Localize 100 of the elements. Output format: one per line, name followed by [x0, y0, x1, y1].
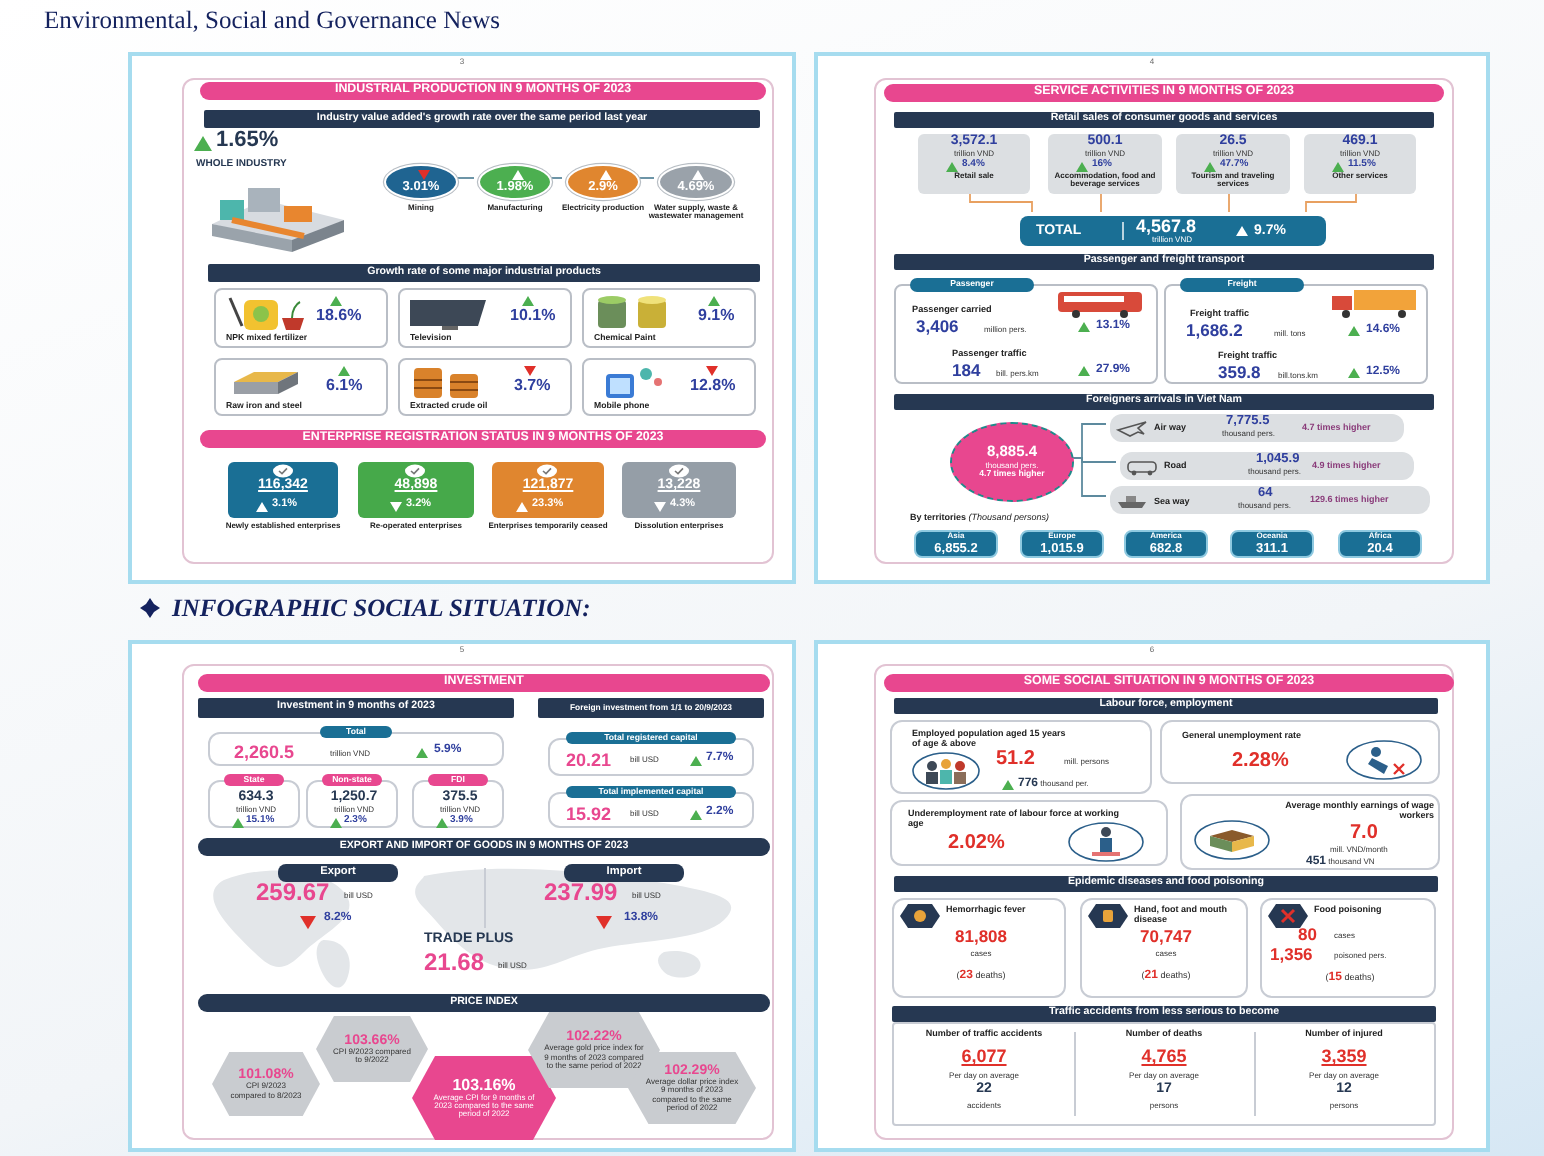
- infographic-panel: [128, 52, 796, 584]
- section-banner: [884, 84, 1444, 102]
- section-banner: [200, 82, 766, 100]
- section-header-bar: [892, 1006, 1436, 1022]
- section-header-bar: [894, 394, 1434, 410]
- connector-line: [1100, 189, 1102, 213]
- stat-value: 359.8: [1218, 364, 1261, 384]
- stat-value: 3,406: [916, 318, 959, 338]
- stat-value: 237.99: [544, 880, 618, 907]
- stat-value: 6,077: [959, 1046, 1009, 1067]
- stat-card: [1160, 720, 1440, 784]
- section-header-bar: [894, 254, 1434, 270]
- transport-mode-box: [1110, 486, 1430, 514]
- stat-value: 70,747: [1138, 928, 1194, 948]
- stat-value: 81,808: [953, 928, 1009, 948]
- stat-value: 80: [1298, 926, 1317, 946]
- connector-line: [547, 177, 563, 179]
- infographic-panel: [814, 52, 1490, 584]
- tab-pill: [910, 278, 1034, 292]
- tab-pill: [224, 774, 284, 786]
- stat-value: 51.2: [996, 748, 1035, 771]
- stat-tile: [228, 462, 338, 518]
- product-card: [1164, 284, 1428, 384]
- growth-rate-pill: [566, 164, 640, 200]
- section-header-bar: [894, 698, 1438, 714]
- tab-pill: [566, 732, 736, 744]
- connector-line: [969, 189, 1033, 213]
- stat-card: [892, 898, 1066, 998]
- region-tile: [1230, 530, 1314, 558]
- tab-pill: [564, 864, 684, 882]
- connector-line: [1228, 189, 1230, 213]
- region-tile: [914, 530, 998, 558]
- section-banner: [884, 674, 1454, 692]
- retail-stat-box: [1048, 134, 1162, 194]
- section-header-bar: [198, 698, 514, 718]
- retail-stat-box: [918, 134, 1030, 194]
- tab-pill: [278, 864, 398, 882]
- section-header-bar: [198, 994, 770, 1012]
- stat-card: [208, 732, 504, 766]
- stat-value: 259.67: [256, 880, 330, 907]
- product-card: [894, 284, 1158, 384]
- total-bar: [1020, 216, 1326, 246]
- section-header-bar: [204, 110, 760, 128]
- percent-change: 18.6%: [316, 308, 362, 326]
- tab-pill: [320, 726, 392, 738]
- section-banner: [198, 674, 770, 692]
- percent-change: 3.7%: [514, 378, 551, 396]
- stat-value: 1,686.2: [1186, 322, 1243, 342]
- retail-stat-box: [1304, 134, 1416, 194]
- connector-line: [635, 177, 655, 179]
- section-header-bar: [198, 838, 770, 856]
- percent-change: 12.8%: [690, 378, 736, 396]
- stat-value: 4,567.8: [1136, 216, 1197, 236]
- stat-card: [892, 1022, 1436, 1126]
- product-card: [582, 358, 756, 416]
- product-card: [398, 358, 572, 416]
- stat-card: [306, 780, 398, 828]
- product-card: [214, 288, 388, 348]
- stat-card: [208, 780, 300, 828]
- transport-mode-box: [1120, 452, 1414, 480]
- tab-pill: [566, 786, 736, 798]
- stat-tile: [358, 462, 474, 518]
- stat-card: [412, 780, 504, 828]
- section-heading: INFOGRAPHIC SOCIAL SITUATION:: [172, 594, 591, 622]
- stat-tile: [622, 462, 736, 518]
- stat-value: 15.92: [566, 804, 612, 825]
- section-header-bar: [894, 112, 1434, 128]
- retail-stat-box: [1176, 134, 1290, 194]
- stat-card: [890, 800, 1168, 866]
- stat-value: 4,765: [1139, 1046, 1189, 1067]
- page-title: Environmental, Social and Governance News: [44, 6, 501, 36]
- section-header-bar: [208, 264, 760, 282]
- region-tile: [1020, 530, 1104, 558]
- transport-mode-box: [1110, 414, 1404, 442]
- stat-value: 2.02%: [948, 832, 1005, 855]
- tab-pill: [1180, 278, 1304, 292]
- connector-line: [1305, 189, 1357, 213]
- index-value: 103.16%: [452, 1077, 516, 1094]
- stat-value: 7.0: [1350, 821, 1378, 844]
- infographic-panel: [814, 640, 1490, 1152]
- stat-value: 1.65%: [216, 128, 279, 153]
- tab-pill: [428, 774, 488, 786]
- stat-tile: [492, 462, 604, 518]
- stat-card: [890, 720, 1152, 794]
- stat-card: [1260, 898, 1436, 998]
- product-card: [214, 358, 388, 416]
- stat-value: 3,359: [1319, 1046, 1369, 1067]
- region-tile: [1124, 530, 1208, 558]
- stat-card: [1180, 794, 1440, 870]
- section-header-bar: [538, 698, 764, 718]
- growth-rate-pill: [478, 164, 552, 200]
- region-tile: [1338, 530, 1422, 558]
- percent-change: 6.1%: [326, 378, 363, 396]
- product-card: [398, 288, 572, 348]
- stat-value: 2,260.5: [234, 742, 295, 763]
- stat-card: [1080, 898, 1248, 998]
- growth-rate-pill: [658, 164, 734, 200]
- infographic-panel: [128, 640, 796, 1152]
- stat-value: 184: [952, 362, 981, 382]
- connector-line: [453, 177, 475, 179]
